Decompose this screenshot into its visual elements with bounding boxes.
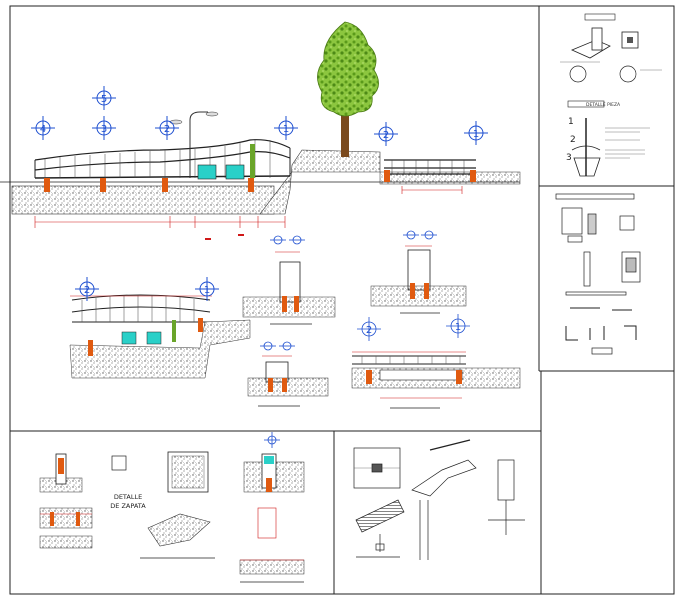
- detail-structure: [353, 439, 525, 560]
- marker-1-right-label: 1: [473, 129, 479, 140]
- marker-1-label: 1: [283, 124, 289, 135]
- detalle-zapata-line1: DETALLE: [114, 493, 142, 501]
- step-3-label: 3: [566, 153, 572, 163]
- marker-1-secd-label: 1: [455, 322, 461, 333]
- marker-2-right-label: 2: [383, 130, 389, 141]
- secondary-elevation: [69, 294, 251, 379]
- marker-4-label: 4: [40, 124, 46, 135]
- marker-1-sec-label: 1: [204, 285, 210, 296]
- grid-markers-bottom: [264, 432, 280, 448]
- grid-markers-secondary: [75, 277, 219, 301]
- marker-3-label: 3: [101, 124, 107, 135]
- grid-markers-sections: [260, 230, 470, 351]
- detail-connections: [555, 193, 641, 355]
- tree-illustration: [317, 21, 379, 157]
- section-details: [242, 245, 521, 409]
- main-elevation: [0, 111, 521, 240]
- step-2-label: 2: [570, 135, 576, 145]
- marker-2-sec-label: 2: [84, 285, 90, 296]
- step-1-label: 1: [568, 117, 574, 127]
- grid-markers-main: [31, 86, 488, 146]
- detail-post-anchor: [560, 13, 662, 108]
- detalle-zapata-line2: DE ZAPATA: [110, 502, 146, 510]
- detail-assembly-steps: [571, 118, 650, 177]
- marker-2-secd-label: 2: [366, 325, 372, 336]
- marker-5-label: 5: [101, 94, 107, 105]
- sheet-frame: [9, 5, 675, 595]
- marker-2-label: 2: [164, 124, 170, 135]
- detalle-pieza-label: DETALLE PIEZA: [586, 102, 621, 108]
- detail-footing: [39, 451, 305, 583]
